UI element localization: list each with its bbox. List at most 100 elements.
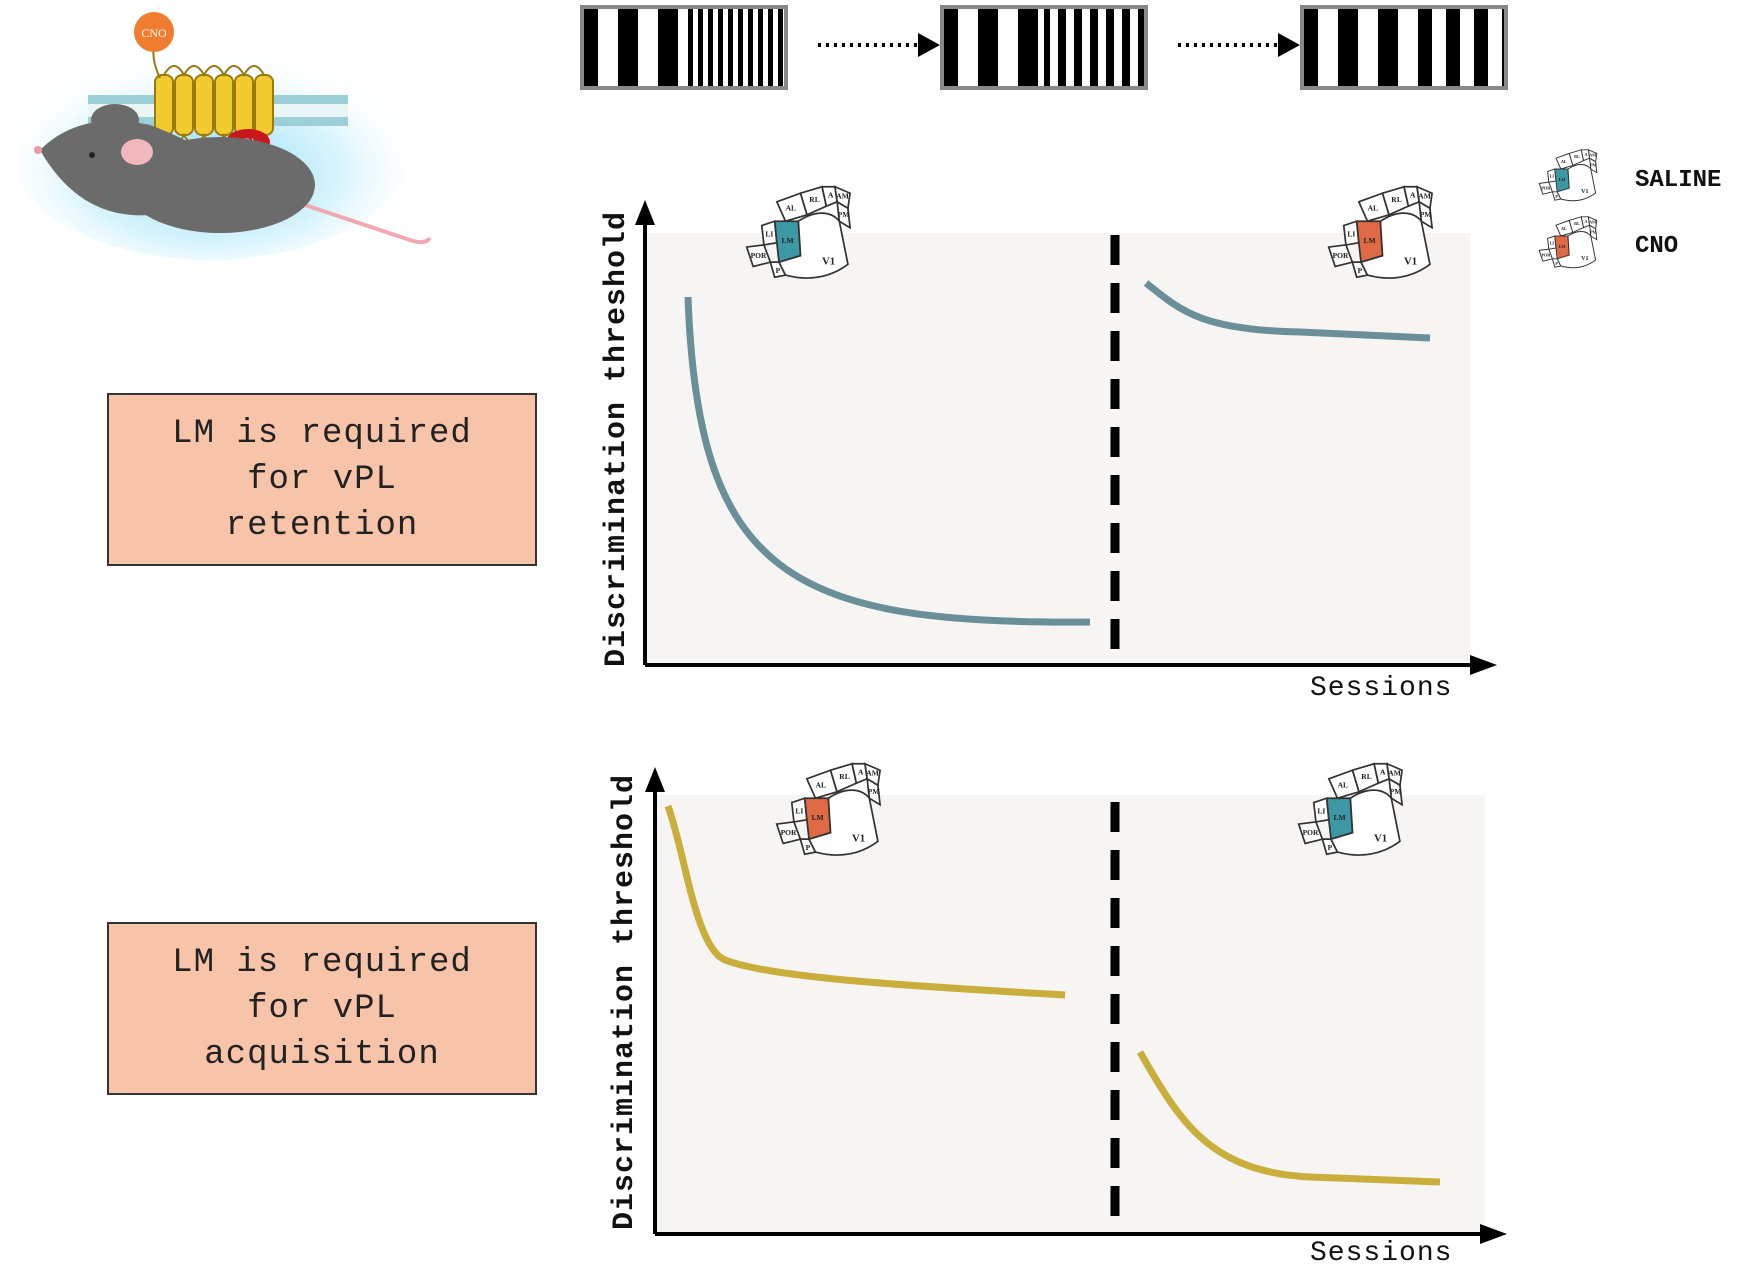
cortical-area-label: LI	[795, 806, 803, 815]
acquisition-box-line-3: acquisition	[204, 1035, 440, 1074]
cortical-area-shape	[866, 777, 882, 807]
cortical-area-label: P	[1555, 261, 1558, 266]
cortical-area-label: AM	[1388, 769, 1401, 778]
grating-sequence	[578, 0, 1528, 100]
cortical-area-label: RL	[1391, 195, 1401, 204]
cortical-area-label: V1	[1581, 256, 1588, 262]
cortical-area-shape	[836, 200, 852, 230]
acquisition-x-axis-label: Sessions	[1310, 1238, 1453, 1269]
cortical-area-shape	[1589, 157, 1598, 174]
cortical-area-label: AM	[1589, 152, 1596, 157]
cortical-area-label: V1	[1374, 832, 1387, 844]
cortical-area-label: POR	[1541, 252, 1551, 257]
dotted-arrow-2	[1178, 33, 1300, 57]
retention-box-line-2: for vPL	[247, 460, 397, 499]
cortical-area-label: RL	[809, 195, 819, 204]
cortical-area-label: A	[828, 191, 834, 200]
cortical-area-label: AM	[866, 769, 879, 778]
cortical-area-label: RL	[1574, 154, 1580, 159]
cortical-area-label: AL	[1368, 203, 1378, 212]
cortical-area-label: PM	[1420, 210, 1432, 219]
grating-stimulus-3	[1300, 5, 1508, 90]
cortical-area-shape	[1329, 789, 1401, 856]
cortical-area-shape	[1418, 200, 1434, 230]
cortical-area-label: RL	[1574, 221, 1580, 226]
cortical-area-shape	[777, 212, 849, 279]
retention-x-axis-arrow	[1470, 655, 1497, 675]
cortical-area-label: A	[1380, 768, 1386, 777]
cortical-area-label: A	[858, 768, 864, 777]
cortical-area-label: AL	[1561, 226, 1567, 231]
legend-label-saline: SALINE	[1635, 167, 1722, 194]
cortical-area-label: P	[776, 266, 781, 275]
acquisition-box-line-1: LM is required	[172, 943, 472, 982]
retention-y-axis-label: Discrimination threshold	[600, 210, 634, 668]
dreadd-receptor	[152, 37, 274, 145]
cortical-area-shape	[1556, 164, 1597, 202]
cortical-area-shape	[1359, 212, 1431, 279]
cno-molecule-label: CNO	[141, 26, 167, 40]
cortical-area-label: V1	[1581, 189, 1588, 195]
retention-plot	[620, 195, 1510, 675]
mouse-illustration: CNO Gi	[10, 0, 480, 260]
cortical-area-label: POR	[781, 828, 797, 837]
acquisition-plot-area	[655, 795, 1485, 1235]
legend-label-cno: CNO	[1635, 233, 1679, 260]
cortical-area-label: LI	[1347, 229, 1355, 238]
retention-box-line-3: retention	[225, 506, 419, 545]
cortical-area-label: V1	[822, 255, 835, 267]
acquisition-x-axis-arrow	[1480, 1224, 1507, 1244]
cortical-area-label: LI	[1317, 806, 1325, 815]
cortical-area-label: P	[1328, 843, 1333, 852]
cortical-area-shape	[1589, 224, 1598, 241]
acquisition-plot	[630, 762, 1520, 1247]
cortical-area-label: AM	[1418, 192, 1431, 201]
cortical-area-label: POR	[1333, 251, 1349, 260]
retention-y-axis-arrow	[635, 200, 655, 225]
acquisition-conclusion-box: LM is required for vPL acquisition	[107, 922, 537, 1095]
acquisition-curve-phase1	[664, 804, 1066, 999]
cortical-area-label: LM	[812, 813, 824, 822]
cortical-area-shape	[1388, 777, 1404, 807]
acquisition-box-line-2: for vPL	[247, 989, 397, 1028]
cortical-area-label: LI	[1550, 173, 1555, 178]
cortical-area-label: LM	[1334, 813, 1346, 822]
cortical-area-label: POR	[1541, 185, 1551, 190]
cortical-area-label: P	[806, 843, 811, 852]
mouse-icon	[34, 104, 432, 245]
cortical-area-label: POR	[751, 251, 767, 260]
cortical-area-label: RL	[839, 772, 849, 781]
cortical-area-label: P	[1358, 266, 1363, 275]
grating-stimulus-1	[580, 5, 788, 90]
cortical-area-label: AM	[1589, 219, 1596, 224]
cno-molecule-icon	[134, 12, 174, 52]
cortical-area-label: AL	[786, 203, 796, 212]
cortical-area-label: PM	[868, 787, 880, 796]
cortical-area-label: PM	[1590, 163, 1597, 168]
acquisition-curve-phase2	[1136, 1050, 1441, 1186]
cortical-area-label: A	[1584, 219, 1587, 224]
acquisition-plot-svg	[645, 767, 1507, 1244]
cortical-area-label: PM	[1590, 230, 1597, 235]
acquisition-y-axis-arrow	[645, 767, 665, 792]
cortical-area-label: RL	[1361, 772, 1371, 781]
retention-curve-phase2	[1143, 280, 1431, 342]
cortical-area-label: POR	[1303, 828, 1319, 837]
cortical-area-label: A	[1410, 191, 1416, 200]
dotted-arrow-1	[818, 33, 940, 57]
grating-stimulus-2	[940, 5, 1148, 90]
cortical-area-label: V1	[852, 832, 865, 844]
acquisition-y-axis-label: Discrimination threshold	[608, 773, 642, 1231]
retention-x-axis-label: Sessions	[1310, 673, 1453, 704]
grating-sequence-svg	[580, 5, 1508, 90]
retention-box-line-1: LM is required	[172, 414, 472, 453]
retention-conclusion-box: LM is required for vPL retention	[107, 393, 537, 566]
cortical-area-label: A	[1584, 152, 1587, 157]
